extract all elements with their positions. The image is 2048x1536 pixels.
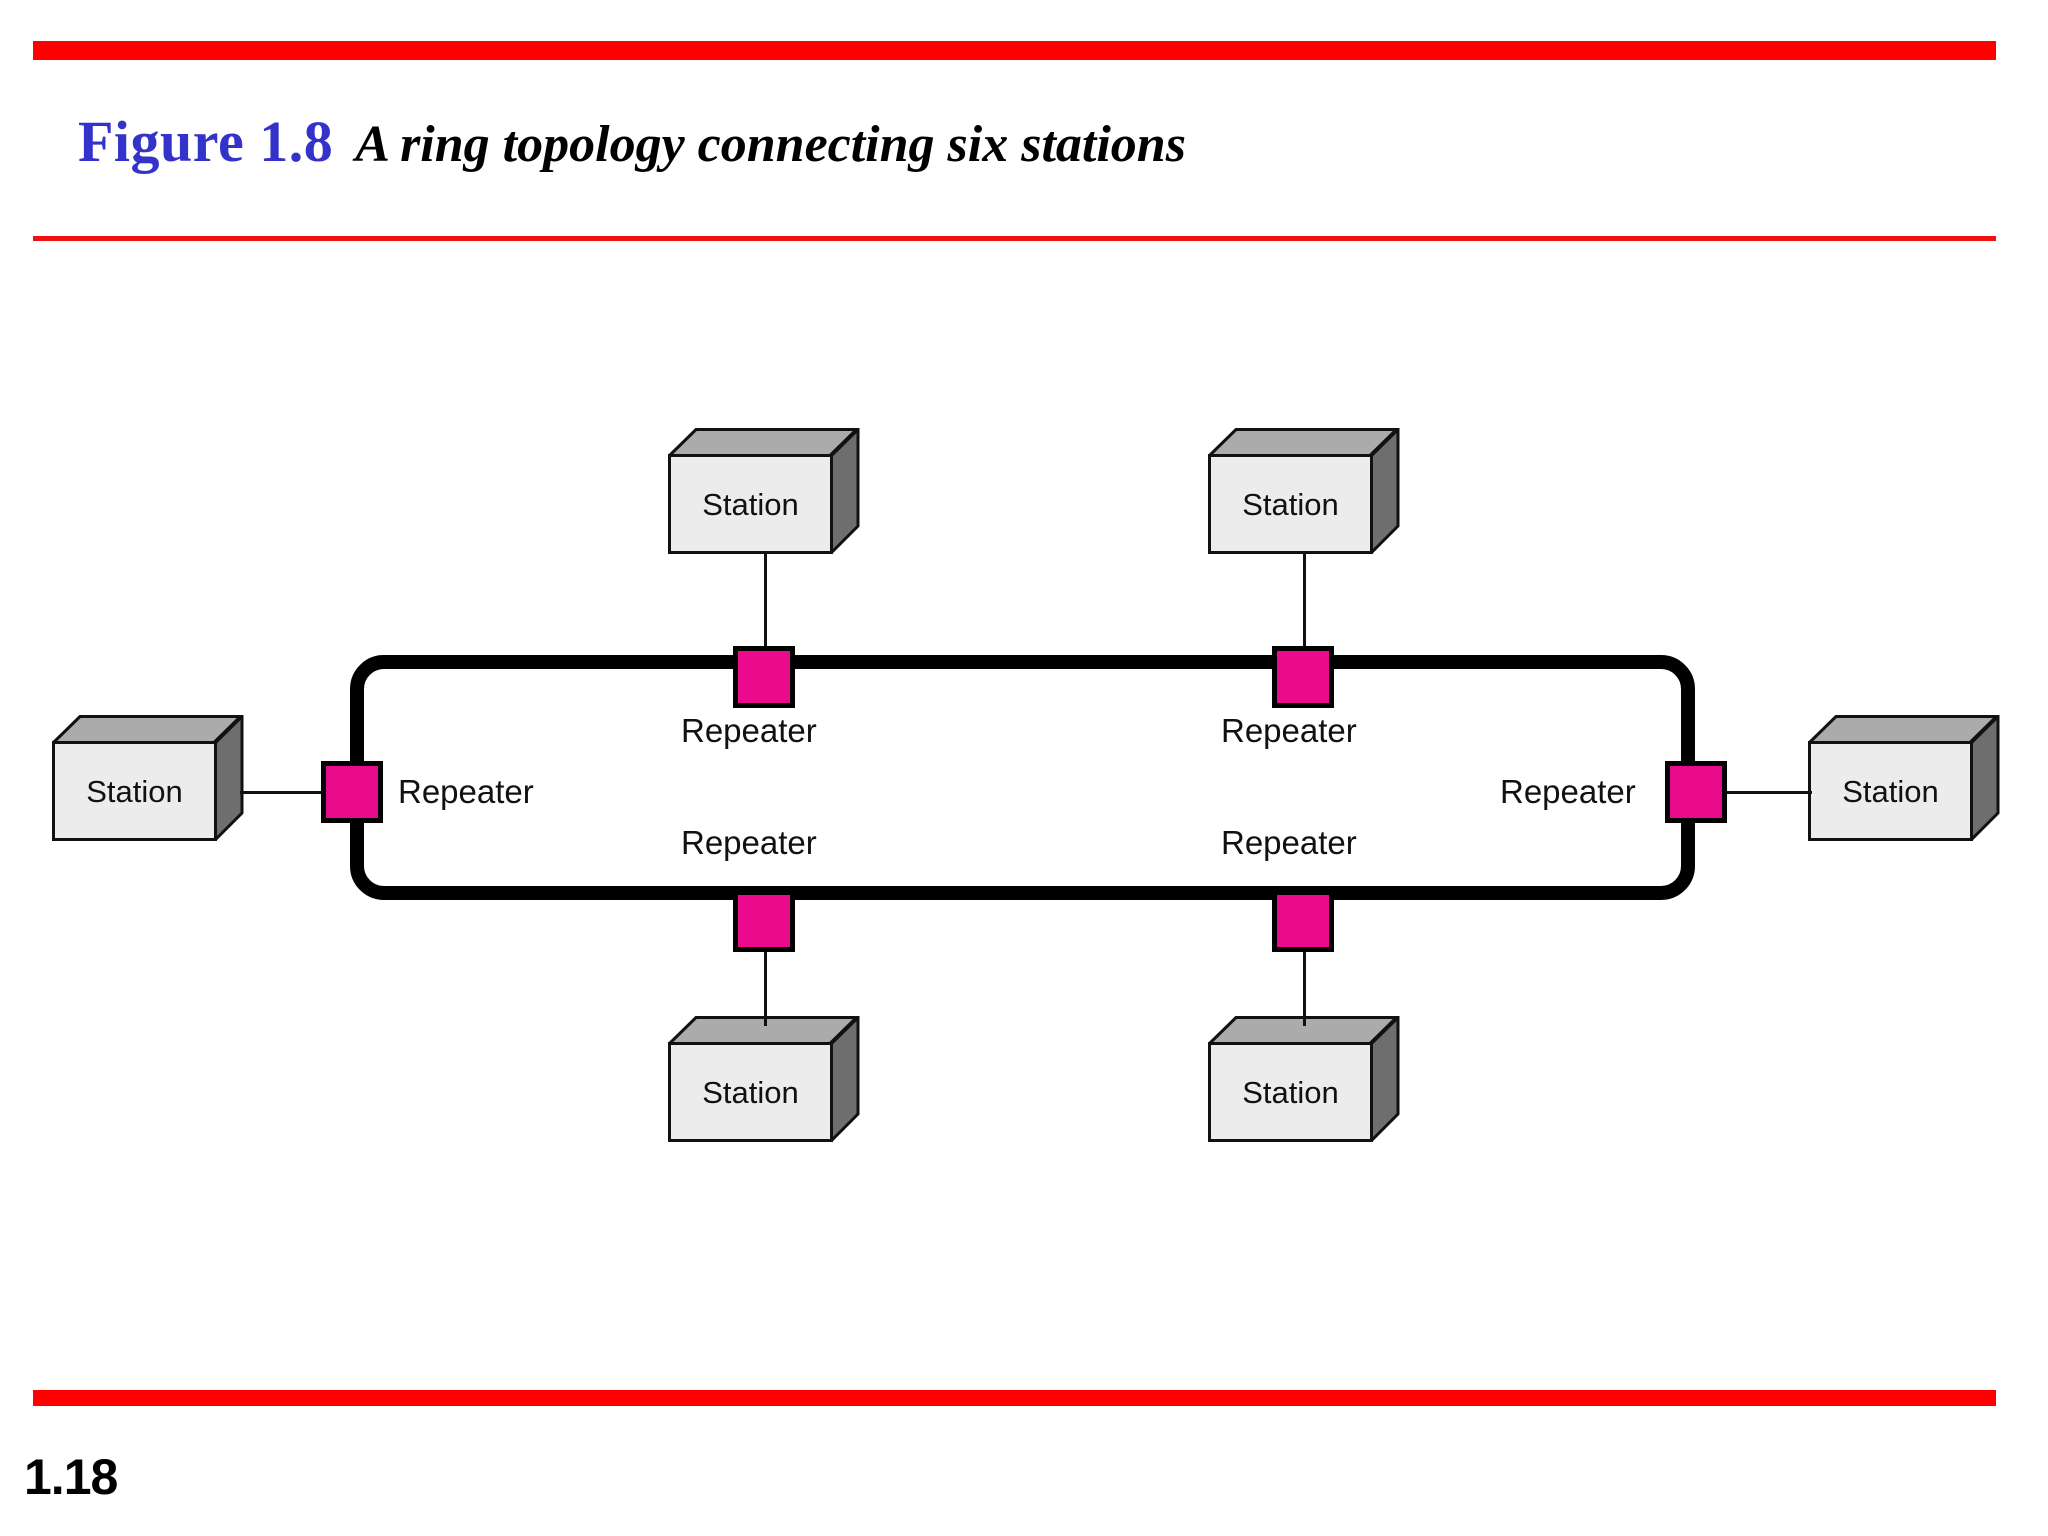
station-label: Station xyxy=(1242,1074,1339,1110)
station-box-side-face xyxy=(830,428,860,554)
repeater-right-label: Repeater xyxy=(1500,773,1636,810)
repeater-top-left-label: Repeater xyxy=(681,712,817,749)
page-number: 1.18 xyxy=(24,1449,118,1505)
station-to-repeater-link xyxy=(764,948,767,1026)
station-to-repeater-link xyxy=(764,554,767,656)
ring-backbone xyxy=(350,655,1695,900)
station-box-side-face xyxy=(1370,1016,1400,1142)
title-underline-rule xyxy=(33,236,1996,241)
station-to-repeater-link xyxy=(1722,791,1812,794)
station-box-front-face: Station xyxy=(1208,454,1373,554)
figure-title: A ring topology connecting six stations xyxy=(355,116,1186,173)
repeater-bottom-left-label: Repeater xyxy=(681,824,817,861)
figure-number: Figure 1.8 xyxy=(78,109,334,174)
repeater-bottom-left[interactable] xyxy=(733,890,795,952)
station-box-side-face xyxy=(214,715,244,841)
repeater-left-label: Repeater xyxy=(398,773,534,810)
station-box-front-face: Station xyxy=(1208,1042,1373,1142)
station-label: Station xyxy=(1842,773,1939,809)
repeater-top-right-label: Repeater xyxy=(1221,712,1357,749)
station-right: Station xyxy=(1808,715,2000,841)
station-left: Station xyxy=(52,715,244,841)
repeater-bottom-right[interactable] xyxy=(1272,890,1334,952)
repeater-left[interactable] xyxy=(321,761,383,823)
station-box-side-face xyxy=(1970,715,2000,841)
repeater-right[interactable] xyxy=(1665,761,1727,823)
station-box-side-face xyxy=(830,1016,860,1142)
repeater-top-left[interactable] xyxy=(733,646,795,708)
repeater-top-right[interactable] xyxy=(1272,646,1334,708)
station-to-repeater-link xyxy=(1303,554,1306,656)
station-box-front-face: Station xyxy=(1808,741,1973,841)
station-box-side-face xyxy=(1370,428,1400,554)
bottom-red-rule xyxy=(33,1390,1996,1406)
station-label: Station xyxy=(1242,486,1339,522)
top-red-rule xyxy=(33,41,1996,60)
station-label: Station xyxy=(702,1074,799,1110)
station-box-front-face: Station xyxy=(668,454,833,554)
station-to-repeater-link xyxy=(240,791,326,794)
station-top-right: Station xyxy=(1208,428,1400,554)
station-bottom-right: Station xyxy=(1208,1016,1400,1142)
station-label: Station xyxy=(86,773,183,809)
page-title: Figure 1.8 A ring topology connecting six… xyxy=(78,108,1186,175)
station-to-repeater-link xyxy=(1303,948,1306,1026)
station-top-left: Station xyxy=(668,428,860,554)
station-box-front-face: Station xyxy=(52,741,217,841)
repeater-bottom-right-label: Repeater xyxy=(1221,824,1357,861)
station-box-front-face: Station xyxy=(668,1042,833,1142)
station-bottom-left: Station xyxy=(668,1016,860,1142)
station-label: Station xyxy=(702,486,799,522)
